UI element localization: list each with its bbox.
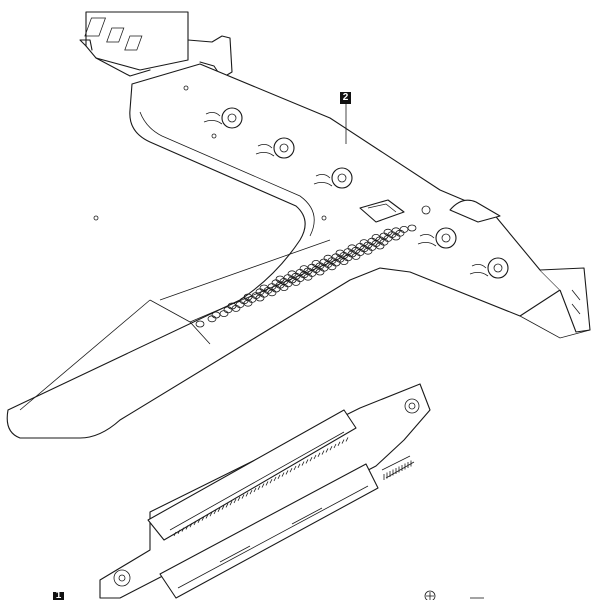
- slot-pin: [277, 474, 281, 479]
- slot-pin: [229, 501, 233, 506]
- retention-clip-1: [203, 107, 243, 129]
- retention-clip-4: [417, 227, 457, 249]
- edge-connector-pins: [383, 460, 412, 480]
- vent-hole: [259, 284, 269, 292]
- riser-card: [99, 383, 431, 599]
- slot-pin: [305, 459, 309, 464]
- vent-hole: [371, 233, 381, 241]
- slot-pin: [189, 523, 193, 528]
- slot-pin: [257, 485, 261, 490]
- slot-pin: [209, 512, 213, 517]
- slot-pin: [317, 452, 321, 457]
- retention-clip-5: [469, 257, 509, 279]
- slot-pin: [221, 505, 225, 510]
- right-end-bracket: [519, 267, 591, 339]
- slot-pins-upper: [173, 437, 349, 537]
- slot-pin: [293, 465, 297, 471]
- callout-1: 1: [53, 592, 64, 600]
- latch: [359, 199, 501, 223]
- vent-hole: [347, 244, 357, 252]
- slot-pin: [233, 498, 237, 504]
- slot-pin: [345, 437, 349, 442]
- rear-bracket: [79, 11, 233, 79]
- slot-pin: [285, 470, 289, 475]
- retention-clip-3: [313, 167, 353, 189]
- vent-hole: [211, 311, 221, 319]
- slot-pin: [177, 529, 181, 534]
- slot-pin: [321, 450, 325, 455]
- screw-icon: [424, 590, 484, 602]
- vent-hole: [299, 265, 309, 273]
- slot-pin: [265, 481, 269, 486]
- vent-hole: [323, 254, 333, 262]
- ventilation-holes: [195, 224, 417, 328]
- vent-hole: [195, 320, 205, 328]
- vent-hole: [287, 270, 297, 278]
- slot-pin: [225, 503, 229, 508]
- slot-pin: [273, 476, 277, 482]
- slot-pin: [269, 479, 273, 484]
- slot-pin: [185, 525, 189, 530]
- slot-pin: [301, 461, 305, 466]
- vent-hole: [275, 275, 285, 283]
- slot-pin: [193, 520, 197, 526]
- slot-pin: [325, 448, 329, 453]
- slot-pin: [241, 494, 245, 499]
- pcie-slot-lower: [159, 463, 379, 599]
- slot-pin: [329, 446, 333, 451]
- slot-pin: [213, 509, 217, 515]
- slot-pin: [205, 514, 209, 519]
- callout-2: 2: [340, 92, 351, 104]
- slot-pin: [313, 454, 317, 460]
- slot-pin: [253, 487, 257, 493]
- slot-pin: [309, 457, 313, 462]
- vent-hole: [359, 239, 369, 247]
- slot-pin: [245, 492, 249, 497]
- vent-hole: [243, 293, 253, 301]
- slot-pin: [197, 518, 201, 523]
- slot-pin: [217, 507, 221, 512]
- slot-pin: [261, 483, 265, 488]
- slot-pin: [181, 527, 185, 532]
- vent-hole: [335, 249, 345, 257]
- pcie-slot-upper: [147, 409, 357, 541]
- vent-hole: [227, 302, 237, 310]
- slot-pin: [341, 439, 345, 444]
- vent-hole: [311, 259, 321, 267]
- slot-pin: [201, 516, 205, 521]
- slot-pin: [289, 468, 293, 473]
- retention-clip-2: [255, 137, 295, 159]
- slot-pin: [333, 443, 337, 449]
- slot-pin: [173, 531, 177, 537]
- slot-pin: [297, 463, 301, 468]
- slot-pin: [281, 472, 285, 477]
- riser-cage: [6, 63, 591, 439]
- slot-pin: [337, 441, 341, 446]
- slot-pin: [249, 490, 253, 495]
- slot-pin: [237, 496, 241, 501]
- vent-hole: [383, 228, 393, 236]
